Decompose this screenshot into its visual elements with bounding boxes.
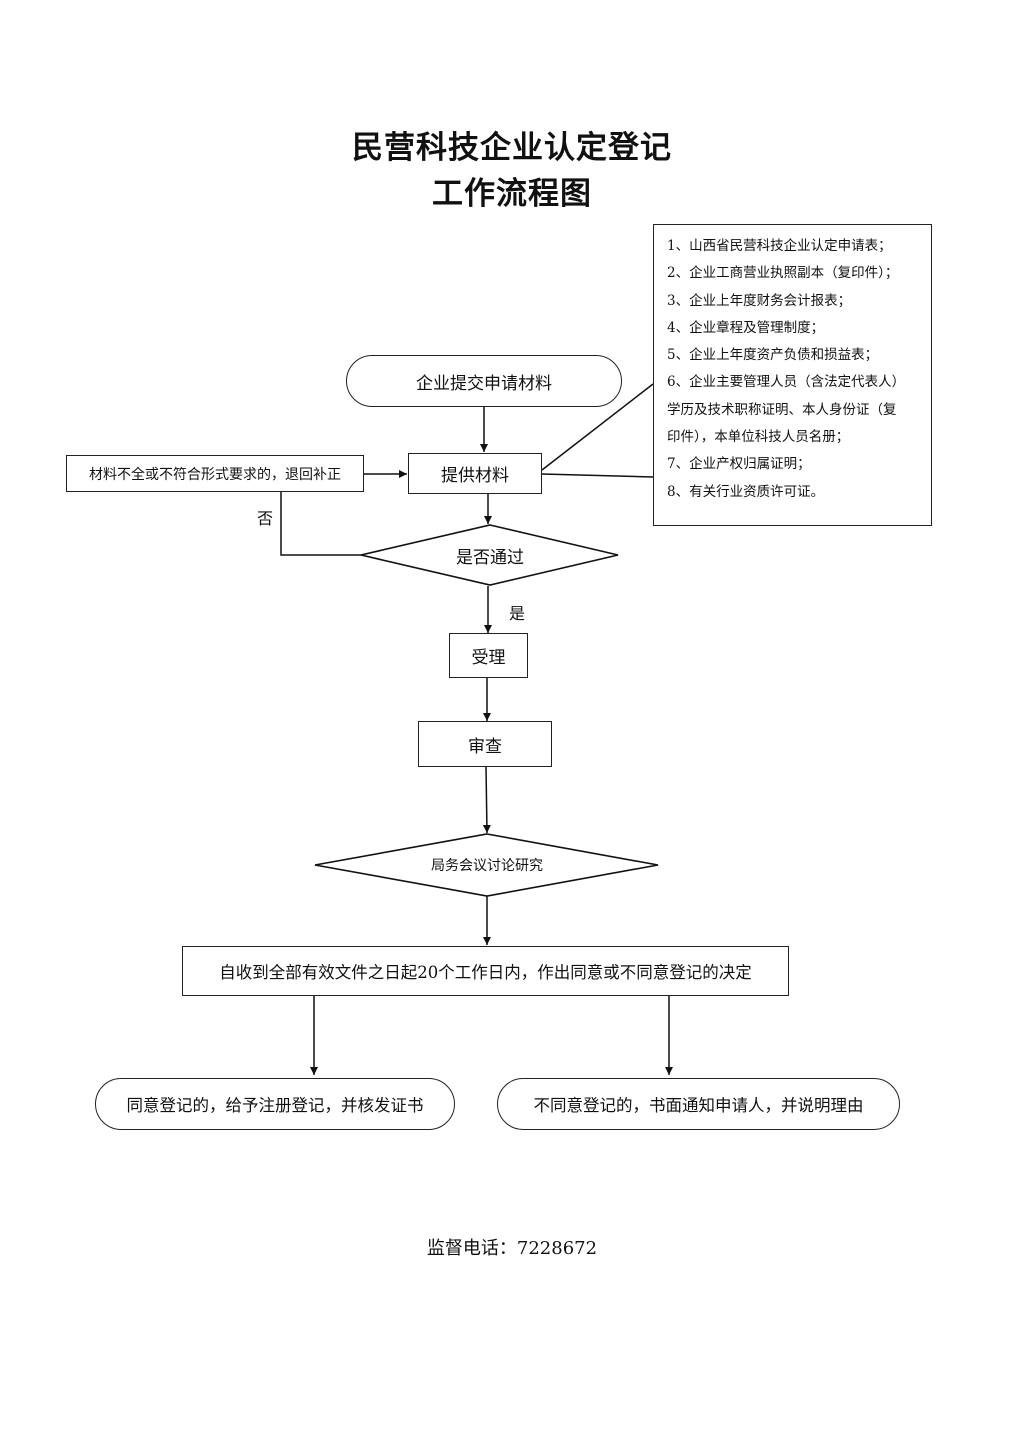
node-deny-notify: 不同意登记的，书面通知申请人，并说明理由	[497, 1078, 900, 1130]
diagram-title-line1: 民营科技企业认定登记	[352, 130, 672, 166]
edge-review-meeting	[482, 766, 491, 834]
document-item: 7、企业产权归属证明；	[667, 456, 811, 473]
node-decision-within-20-days: 自收到全部有效文件之日起20个工作日内，作出同意或不同意登记的决定	[182, 946, 789, 996]
edge-label-yes: 是	[509, 604, 526, 623]
node-return-for-correction: 材料不全或不符合形式要求的，退回补正	[66, 455, 364, 492]
edge-check-no	[280, 492, 361, 556]
required-documents-box: 1、山西省民营科技企业认定申请表； 2、企业工商营业执照副本（复印件）； 3、企…	[653, 224, 932, 526]
decision-diamond-check	[360, 524, 619, 586]
document-item: 印件），本单位科技人员名册；	[667, 429, 850, 446]
node-provide-materials: 提供材料	[408, 453, 542, 494]
decision-diamond-meeting	[314, 833, 659, 897]
document-item: 3、企业上年度财务会计报表；	[667, 292, 852, 309]
edge-label-no: 否	[257, 509, 274, 528]
node-approve-register: 同意登记的，给予注册登记，并核发证书	[95, 1078, 455, 1130]
document-item: 1、山西省民营科技企业认定申请表；	[667, 238, 892, 254]
document-item: 6、企业主要管理人员（含法定代表人）	[667, 374, 906, 391]
document-item: 5、企业上年度资产负债和损益表；	[667, 347, 879, 364]
document-item: 学历及技术职称证明、本人身份证（复	[667, 401, 897, 418]
node-accept: 受理	[449, 633, 528, 678]
document-item: 2、企业工商营业执照副本（复印件）；	[667, 265, 899, 282]
supervision-phone: 监督电话：7228672	[426, 1238, 598, 1259]
node-review: 审查	[418, 721, 552, 767]
diagram-title-line2: 工作流程图	[432, 176, 592, 212]
document-item: 4、企业章程及管理制度；	[667, 319, 825, 336]
document-item: 8、有关行业资质许可证。	[667, 483, 825, 500]
node-bureau-meeting-label: 局务会议讨论研究	[431, 858, 543, 874]
node-submit-materials: 企业提交申请材料	[346, 355, 622, 407]
callout-line-lower	[541, 473, 654, 478]
callout-line-upper	[541, 383, 654, 471]
node-pass-check-label: 是否通过	[456, 547, 524, 568]
